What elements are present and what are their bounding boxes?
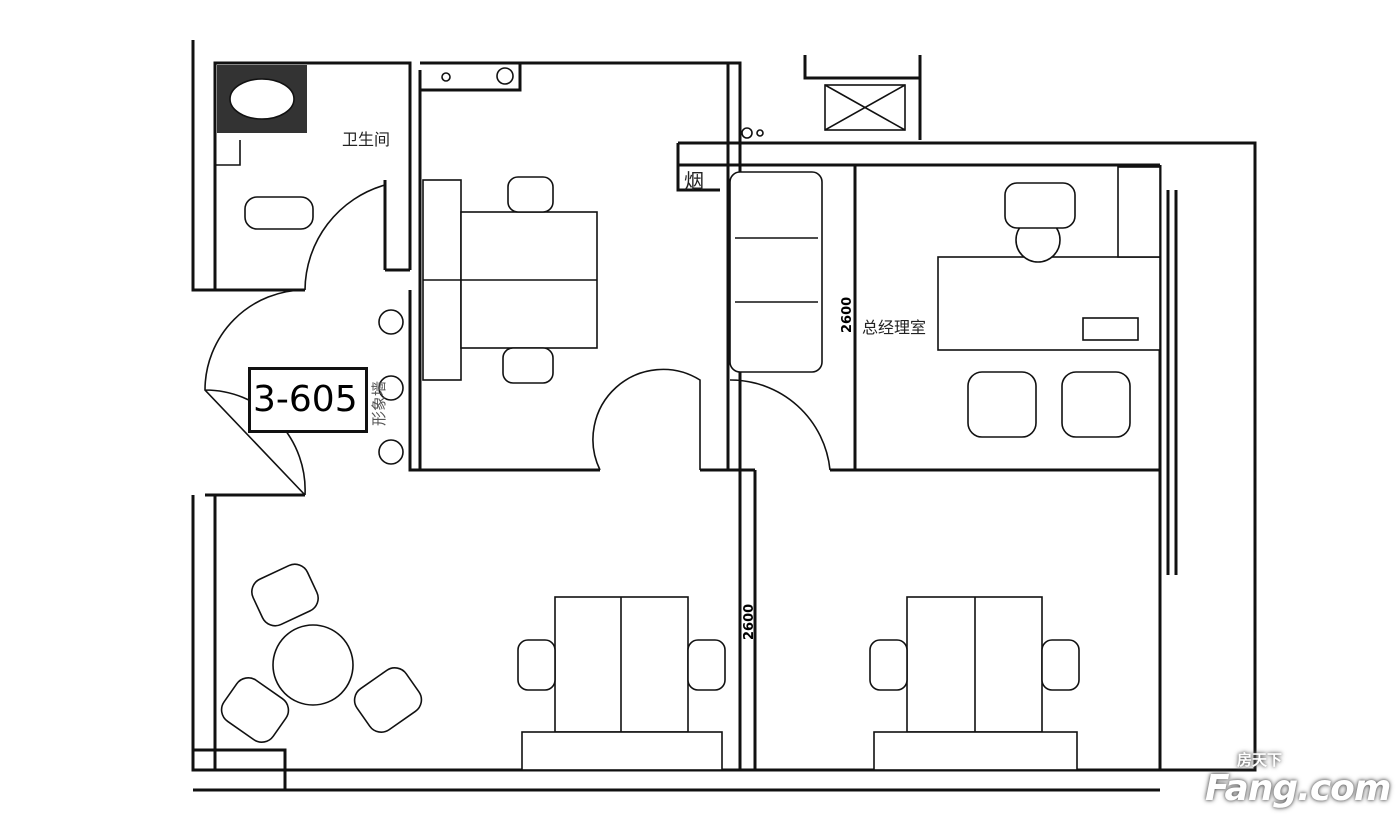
doors xyxy=(204,184,831,496)
gm-office-label: 总经理室 xyxy=(862,318,927,337)
dimension-upper: 2600 xyxy=(840,296,855,333)
bathroom-fixtures xyxy=(215,65,314,230)
feature-wall-label: 形象墙 xyxy=(370,380,388,426)
bathroom-label: 卫生间 xyxy=(342,130,391,149)
unit-number: 3-605 xyxy=(253,379,358,420)
unit-number-sign: 3-605 xyxy=(248,367,368,433)
flue-label: 烟 xyxy=(684,169,704,193)
watermark-en: Fang.com xyxy=(1205,768,1391,809)
dimension-lower: 2600 xyxy=(742,603,757,640)
watermark-cn: 房天下 xyxy=(1237,751,1283,769)
office-furniture xyxy=(220,67,1161,771)
